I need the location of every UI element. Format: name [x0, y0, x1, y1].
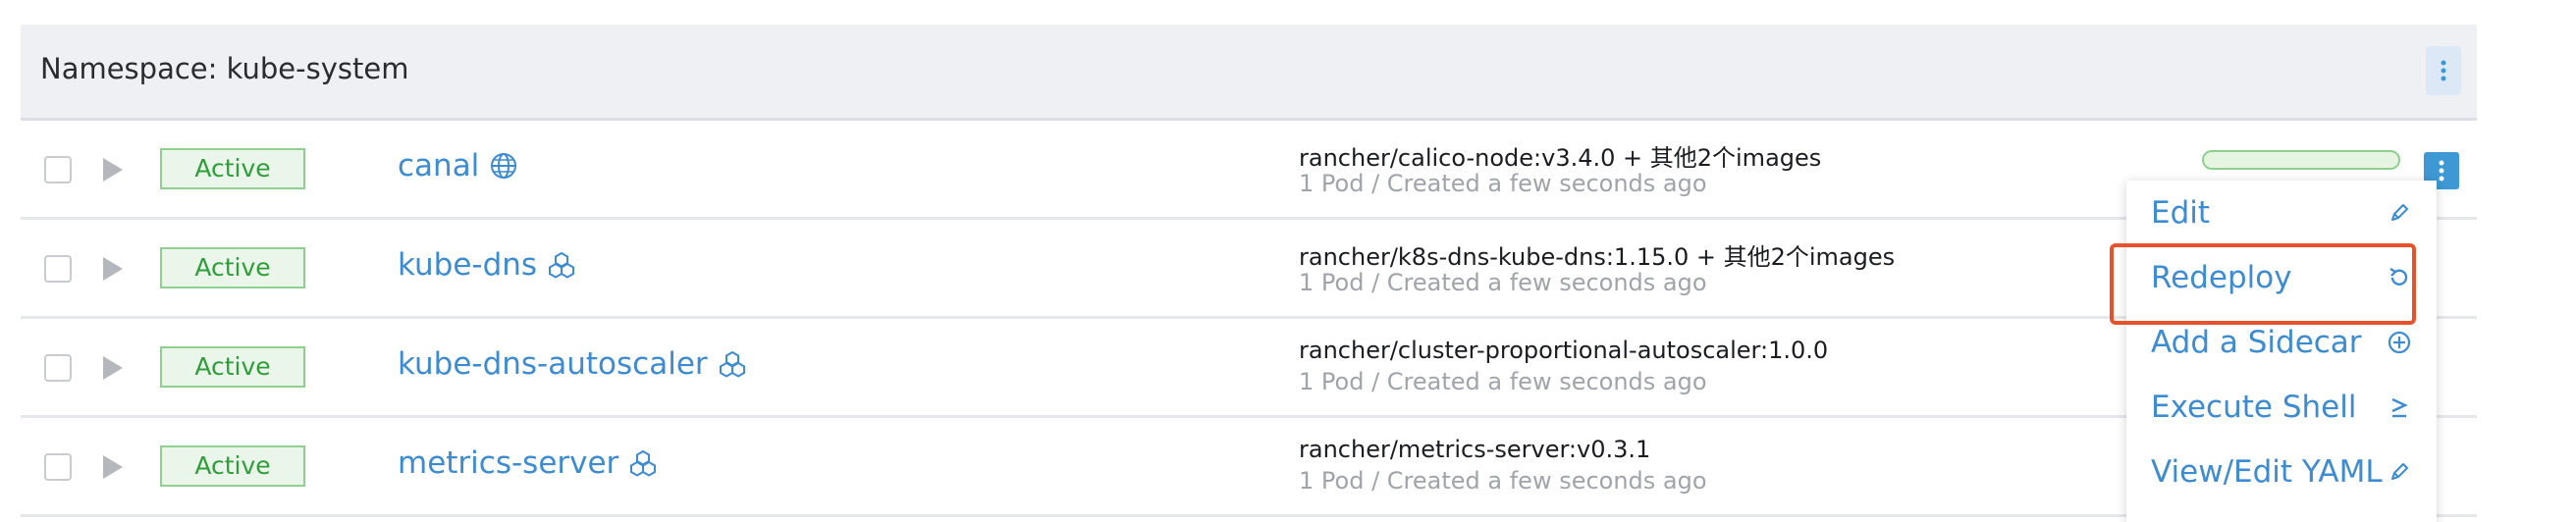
- scale-progress-bar: [2202, 150, 2400, 170]
- kebab-icon: [2439, 158, 2444, 184]
- workload-meta: 1 Pod / Created a few seconds ago: [1299, 368, 1707, 395]
- status-badge: Active: [160, 247, 305, 288]
- workload-image: rancher/calico-node:v3.4.0 + 其他2个images: [1299, 144, 1822, 172]
- status-badge: Active: [160, 445, 305, 487]
- expand-arrow-icon[interactable]: [103, 158, 123, 182]
- workload-image: rancher/k8s-dns-kube-dns:1.15.0 + 其他2个im…: [1299, 243, 1896, 271]
- workload-name-link[interactable]: kube-dns-autoscaler: [398, 346, 747, 382]
- redeploy-icon: [2386, 264, 2413, 291]
- status-badge: Active: [160, 346, 305, 388]
- workload-image: rancher/cluster-proportional-autoscaler:…: [1299, 337, 1829, 364]
- namespace-title: Namespace: kube-system: [40, 52, 409, 85]
- kebab-icon: [2441, 58, 2446, 84]
- globe-icon: [491, 153, 517, 179]
- menu-item-redeploy[interactable]: Redeploy: [2126, 245, 2437, 310]
- expand-arrow-icon[interactable]: [103, 455, 123, 479]
- pencil-icon: [2386, 458, 2413, 486]
- workload-image: rancher/metrics-server:v0.3.1: [1299, 436, 1651, 463]
- workload-name-link[interactable]: metrics-server: [398, 445, 658, 481]
- menu-item-label: Execute Shell: [2151, 390, 2357, 425]
- cluster-icon: [549, 251, 575, 279]
- table-row: Active metrics-server rancher/metrics-se…: [21, 418, 2477, 517]
- menu-item-label: View/Edit YAML: [2151, 454, 2383, 490]
- row-checkbox[interactable]: [44, 354, 72, 382]
- menu-item-label: Redeploy: [2151, 260, 2292, 295]
- workload-name: metrics-server: [398, 445, 619, 481]
- row-checkbox[interactable]: [44, 453, 72, 481]
- workload-meta: 1 Pod / Created a few seconds ago: [1299, 170, 1707, 197]
- expand-arrow-icon[interactable]: [103, 356, 123, 380]
- workload-name-link[interactable]: canal: [398, 148, 518, 183]
- pencil-icon: [2386, 199, 2413, 227]
- status-badge: Active: [160, 148, 305, 189]
- workload-meta: 1 Pod / Created a few seconds ago: [1299, 467, 1707, 495]
- workloads-table: Namespace: kube-system Active canal ranc…: [21, 25, 2477, 522]
- workload-meta: 1 Pod / Created a few seconds ago: [1299, 269, 1707, 296]
- workload-name: kube-dns: [398, 247, 538, 283]
- menu-item-label: Edit: [2151, 195, 2211, 231]
- menu-item-execute-shell[interactable]: Execute Shell: [2126, 375, 2437, 440]
- menu-item-label: Add a Sidecar: [2151, 325, 2362, 360]
- expand-arrow-icon[interactable]: [103, 257, 123, 281]
- row-actions-menu: Edit Redeploy Add a Sidecar Execute Shel…: [2126, 181, 2437, 522]
- workload-name: kube-dns-autoscaler: [398, 346, 708, 382]
- table-row: Active kube-dns-autoscaler rancher/clust…: [21, 319, 2477, 418]
- namespace-actions-button[interactable]: [2426, 46, 2461, 95]
- table-row: Active canal rancher/calico-node:v3.4.0 …: [21, 121, 2477, 220]
- menu-item-add-sidecar[interactable]: Add a Sidecar: [2126, 310, 2437, 375]
- menu-item-edit[interactable]: Edit: [2126, 181, 2437, 245]
- menu-item-view-edit-yaml[interactable]: View/Edit YAML: [2126, 440, 2437, 504]
- cluster-icon: [630, 449, 657, 477]
- row-checkbox[interactable]: [44, 156, 72, 183]
- namespace-header: Namespace: kube-system: [21, 25, 2477, 121]
- cluster-icon: [719, 350, 745, 378]
- workload-name: canal: [398, 148, 480, 183]
- terminal-icon: [2386, 393, 2413, 421]
- plus-circle-icon: [2386, 329, 2413, 356]
- workload-name-link[interactable]: kube-dns: [398, 247, 576, 283]
- table-row: Active kube-dns rancher/k8s-dns-kube-dns…: [21, 220, 2477, 319]
- row-checkbox[interactable]: [44, 255, 72, 283]
